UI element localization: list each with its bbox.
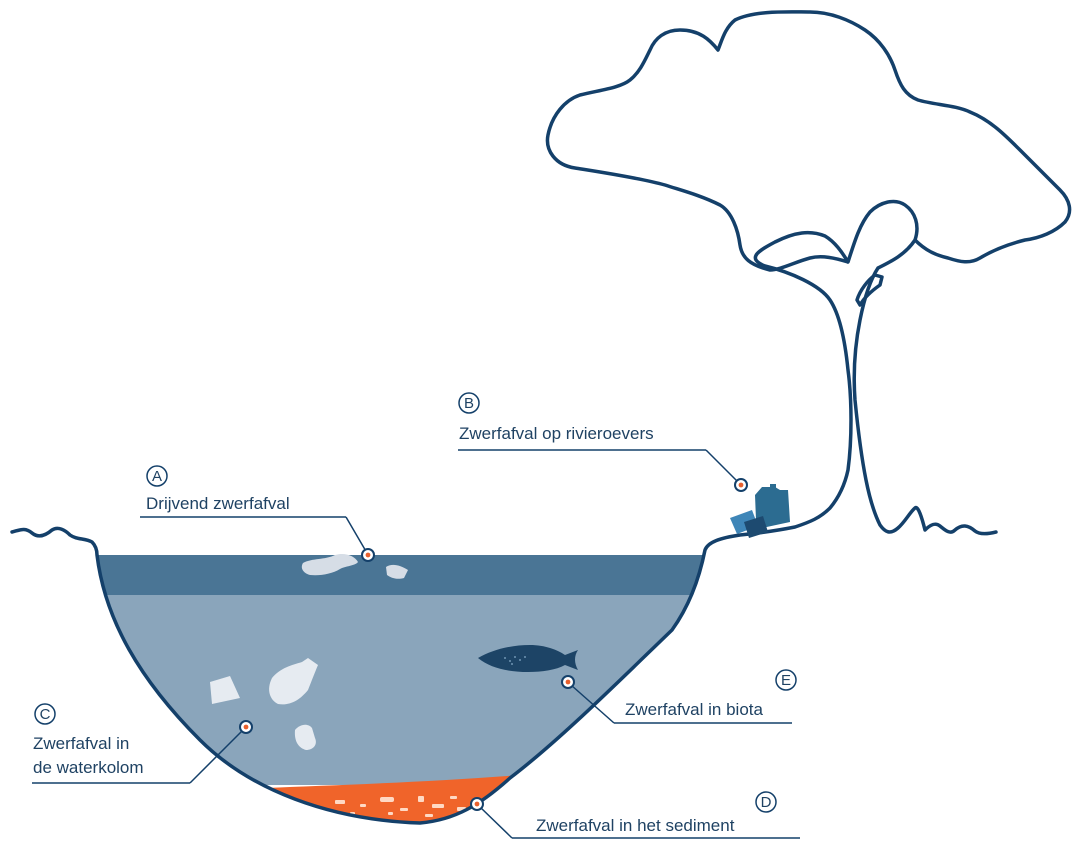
label-e-letter: E xyxy=(781,672,791,689)
water-column-layer xyxy=(90,595,710,785)
callout-a xyxy=(140,466,374,561)
label-c-text-line1: Zwerfafval in xyxy=(33,734,129,753)
label-e-text: Zwerfafval in biota xyxy=(625,700,763,719)
label-c-letter: C xyxy=(40,706,51,723)
label-d-letter: D xyxy=(761,794,772,811)
label-a-letter: A xyxy=(152,468,162,485)
water-body xyxy=(90,555,710,830)
label-a-text: Drijvend zwerfafval xyxy=(146,494,290,513)
label-b-text: Zwerfafval op rivieroevers xyxy=(459,424,654,443)
label-d-text: Zwerfafval in het sediment xyxy=(536,816,735,835)
label-b-letter: B xyxy=(464,395,474,412)
label-c-text-line2: de waterkolom xyxy=(33,758,144,777)
